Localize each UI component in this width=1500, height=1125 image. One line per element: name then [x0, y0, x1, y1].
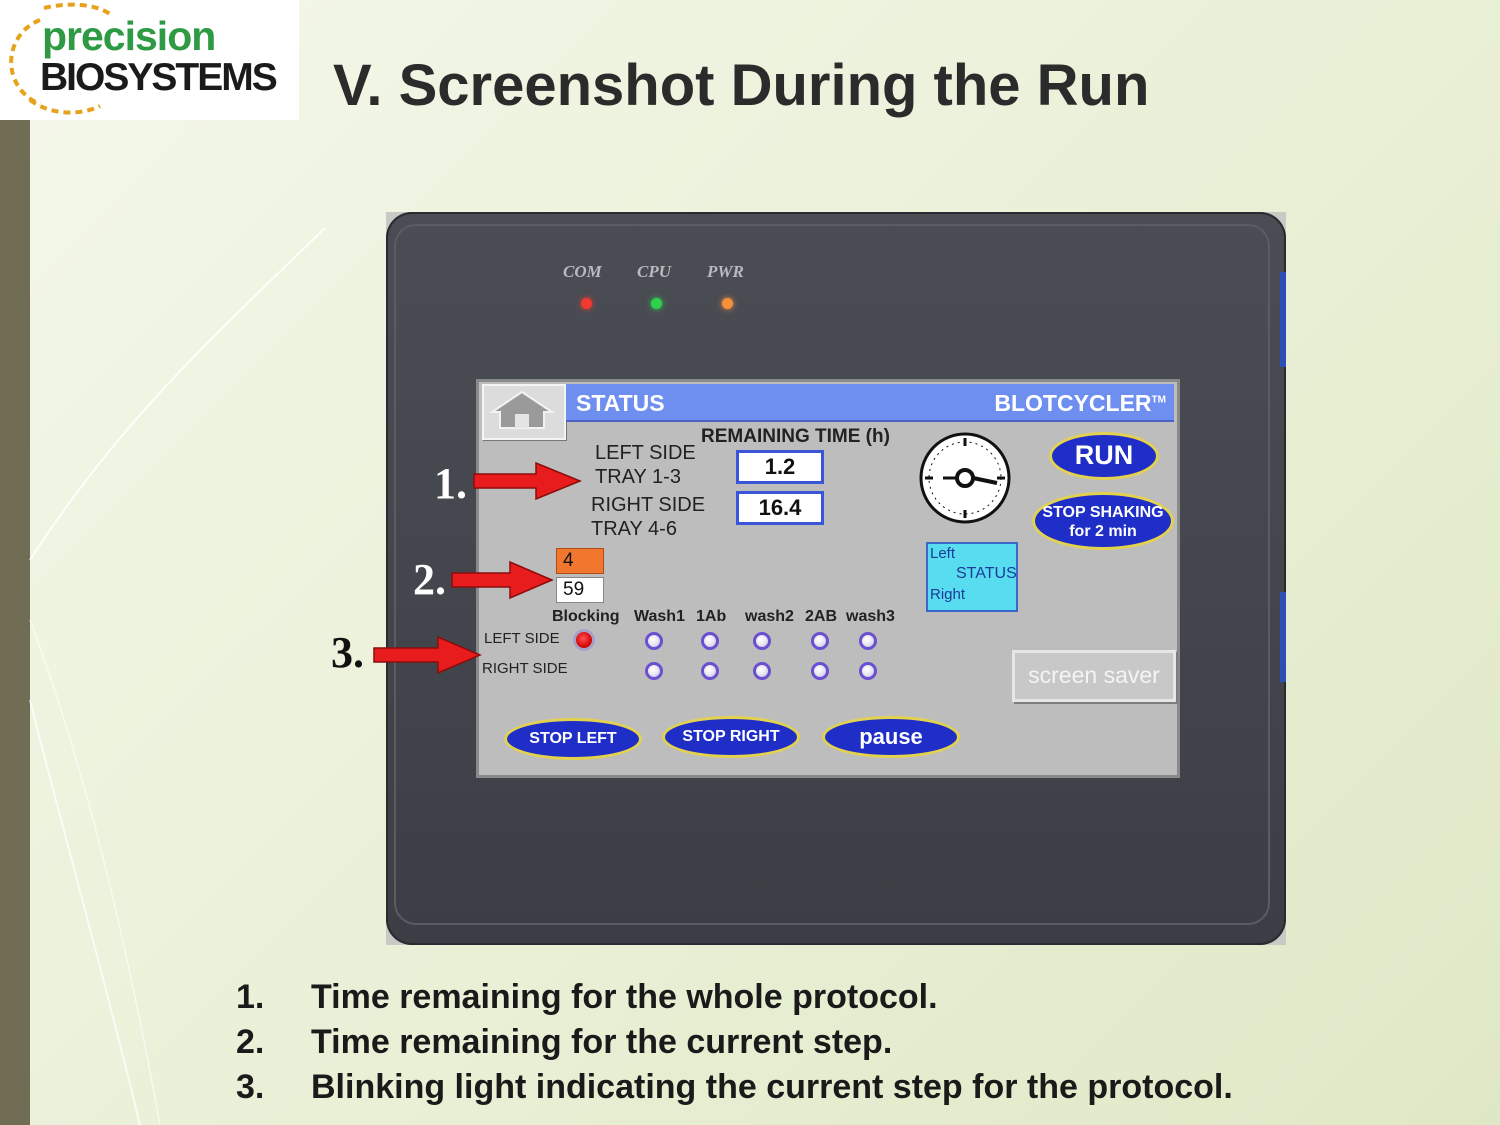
step-light-left-blocking-active	[573, 629, 595, 651]
step-light-right-wash2	[753, 662, 771, 680]
right-tray-label: TRAY 4-6	[591, 518, 677, 540]
notes-list: 1.Time remaining for the whole protocol.…	[236, 978, 1233, 1113]
toggle-right-label: Right	[930, 586, 966, 603]
step-light-left-wash2	[753, 632, 771, 650]
stop-left-button[interactable]: STOP LEFT	[504, 718, 642, 760]
left-tray-label: TRAY 1-3	[595, 466, 681, 488]
toggle-left-label: Left	[930, 545, 956, 562]
logo-precision-text: precision	[42, 13, 216, 59]
left-accent-bar	[0, 120, 30, 1125]
screen-saver-button[interactable]: screen saver	[1012, 650, 1176, 702]
right-remaining-time-value: 16.4	[736, 491, 824, 525]
step-header-2ab: 2AB	[805, 608, 838, 625]
home-button[interactable]	[482, 384, 566, 440]
step-light-right-wash1	[645, 662, 663, 680]
company-logo: precision BIOSYSTEMS	[0, 0, 299, 120]
note-item: 1.Time remaining for the whole protocol.	[236, 978, 938, 1016]
step-hours-value: 4	[556, 548, 604, 574]
device-side-tab-bottom	[1280, 592, 1286, 682]
led-pwr	[722, 298, 733, 309]
toggle-status-label: STATUS	[956, 565, 1017, 582]
run-button[interactable]: RUN	[1049, 432, 1159, 480]
step-row-right-side-label: RIGHT SIDE	[482, 660, 568, 677]
step-minutes-value: 59	[556, 577, 604, 603]
led-label-pwr: PWR	[707, 262, 744, 281]
note-item: 3.Blinking light indicating the current …	[236, 1068, 1233, 1106]
pause-button[interactable]: pause	[822, 716, 960, 758]
touch-screen: STATUS BLOTCYCLERTM REMAINING TIME (h) L…	[476, 379, 1180, 778]
led-com	[581, 298, 592, 309]
header-status-text: STATUS	[576, 390, 665, 416]
step-light-right-1ab	[701, 662, 719, 680]
led-label-cpu: CPU	[637, 262, 671, 281]
led-cpu	[651, 298, 662, 309]
clock-gauge-icon	[919, 432, 1011, 524]
step-light-left-1ab	[701, 632, 719, 650]
status-left-right-toggle[interactable]: Left STATUS Right	[926, 542, 1018, 612]
status-header-bar: STATUS BLOTCYCLERTM	[566, 384, 1174, 422]
stop-right-button[interactable]: STOP RIGHT	[662, 716, 800, 758]
home-icon	[488, 390, 556, 429]
callout-3-arrow-icon	[373, 635, 482, 675]
step-header-blocking: Blocking	[552, 608, 620, 625]
step-header-wash1: Wash1	[634, 608, 685, 625]
callout-1-arrow-icon	[473, 461, 582, 501]
note-item: 2.Time remaining for the current step.	[236, 1023, 893, 1061]
step-header-1ab: 1Ab	[696, 608, 727, 625]
callout-2-label: 2.	[413, 555, 446, 604]
step-header-wash3: wash3	[846, 608, 895, 625]
step-light-left-wash3	[859, 632, 877, 650]
callout-3-label: 3.	[331, 628, 364, 677]
left-remaining-time-value: 1.2	[736, 450, 824, 484]
step-light-right-2ab	[811, 662, 829, 680]
right-side-label: RIGHT SIDE	[591, 494, 706, 516]
step-light-right-wash3	[859, 662, 877, 680]
slide-title: V. Screenshot During the Run	[333, 53, 1150, 118]
logo-biosystems-text: BIOSYSTEMS	[40, 56, 278, 99]
callout-1-label: 1.	[434, 459, 467, 508]
gear-ring-icon	[9, 2, 112, 115]
header-brand-text: BLOTCYCLERTM	[994, 390, 1166, 416]
step-row-left-side-label: LEFT SIDE	[484, 630, 560, 647]
step-header-wash2: wash2	[745, 608, 794, 625]
callout-2-arrow-icon	[451, 560, 554, 600]
led-label-com: COM	[563, 262, 602, 281]
stop-shaking-button[interactable]: STOP SHAKING for 2 min	[1032, 492, 1174, 550]
left-side-label: LEFT SIDE	[595, 442, 696, 464]
remaining-time-label: REMAINING TIME (h)	[701, 426, 890, 447]
device-side-tab-top	[1280, 272, 1286, 367]
step-light-left-wash1	[645, 632, 663, 650]
step-light-left-2ab	[811, 632, 829, 650]
